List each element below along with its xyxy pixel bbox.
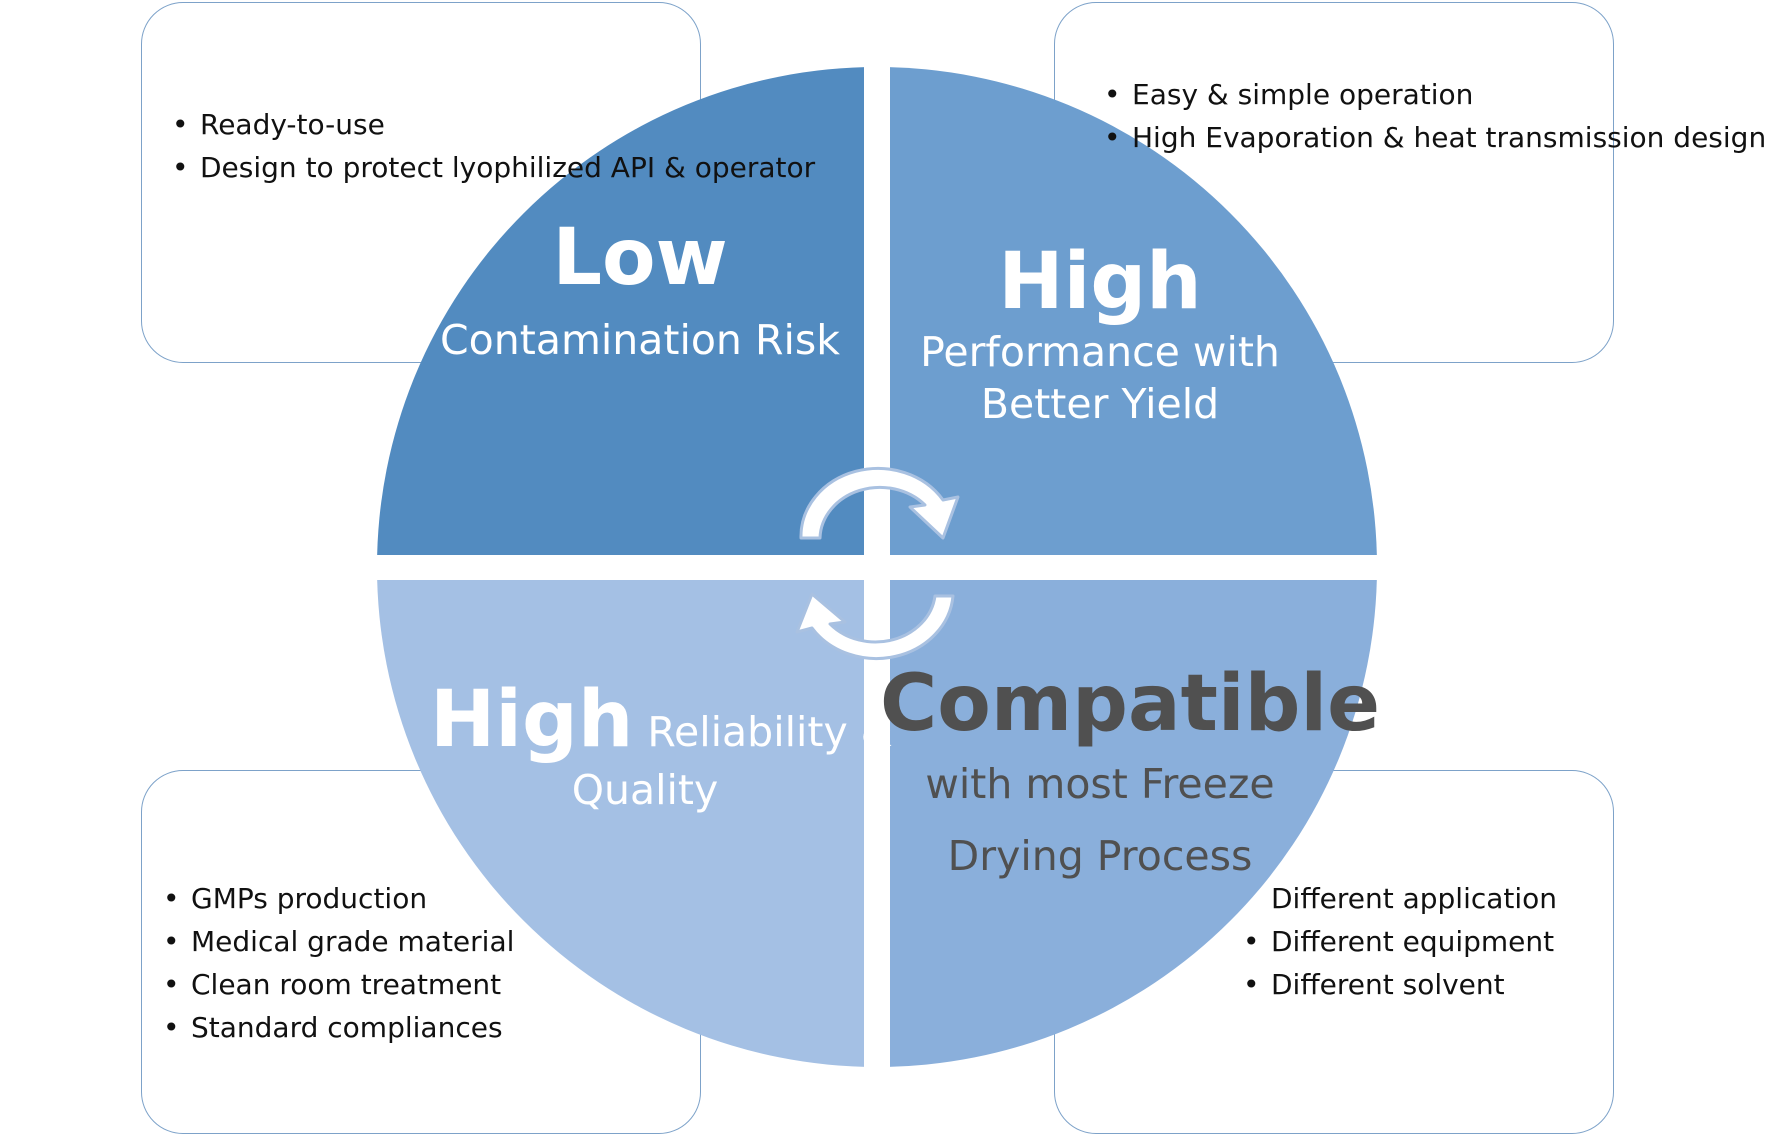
quadrant-label-bottom-left: High Reliability & [430,675,893,765]
curved-arrow-left-icon [795,592,955,661]
subtitle-line-2: Better Yield [980,380,1220,428]
list-item: GMPs production [163,877,514,920]
headline: High [430,675,634,765]
cycle-arrows [795,466,960,661]
quadrant-label-top-right: High Performance with Better Yield [900,238,1300,430]
list-item: Different equipment [1243,920,1557,963]
list-item: Standard compliances [163,1006,514,1049]
bullet-list-bottom-right: Different application Different equipmen… [1243,877,1557,1006]
list-item: Different solvent [1243,963,1557,1006]
subtitle-line-2: Drying Process [947,832,1253,880]
subtitle-line-1: Performance with [920,328,1280,376]
list-item: High Evaporation & heat transmission des… [1104,116,1766,159]
quadrant-label-bottom-right: Compatible with most Freeze Drying Proce… [880,659,1381,892]
list-item: Easy & simple operation [1104,73,1766,116]
headline: Compatible [880,659,1381,749]
list-item: Clean room treatment [163,963,514,1006]
bullet-list-top-right: Easy & simple operation High Evaporation… [1104,73,1766,159]
headline: Low [552,213,728,303]
bullet-list-bottom-left: GMPs production Medical grade material C… [163,877,514,1049]
subtitle: Contamination Risk [440,316,840,364]
list-item: Medical grade material [163,920,514,963]
quadrant-label-top-left: Low Contamination Risk [440,214,840,366]
bullet-list-top-left: Ready-to-use Design to protect lyophiliz… [172,103,815,189]
subtitle-line-1: Reliability & [647,708,893,756]
subtitle-line-1: with most Freeze [925,760,1275,808]
curved-arrow-right-icon [799,466,960,540]
list-item: Different application [1271,882,1558,915]
list-item: Design to protect lyophilized API & oper… [172,146,815,189]
subtitle-line-2: Quality [571,766,719,814]
headline: High [998,237,1202,327]
list-item: Ready-to-use [172,103,815,146]
